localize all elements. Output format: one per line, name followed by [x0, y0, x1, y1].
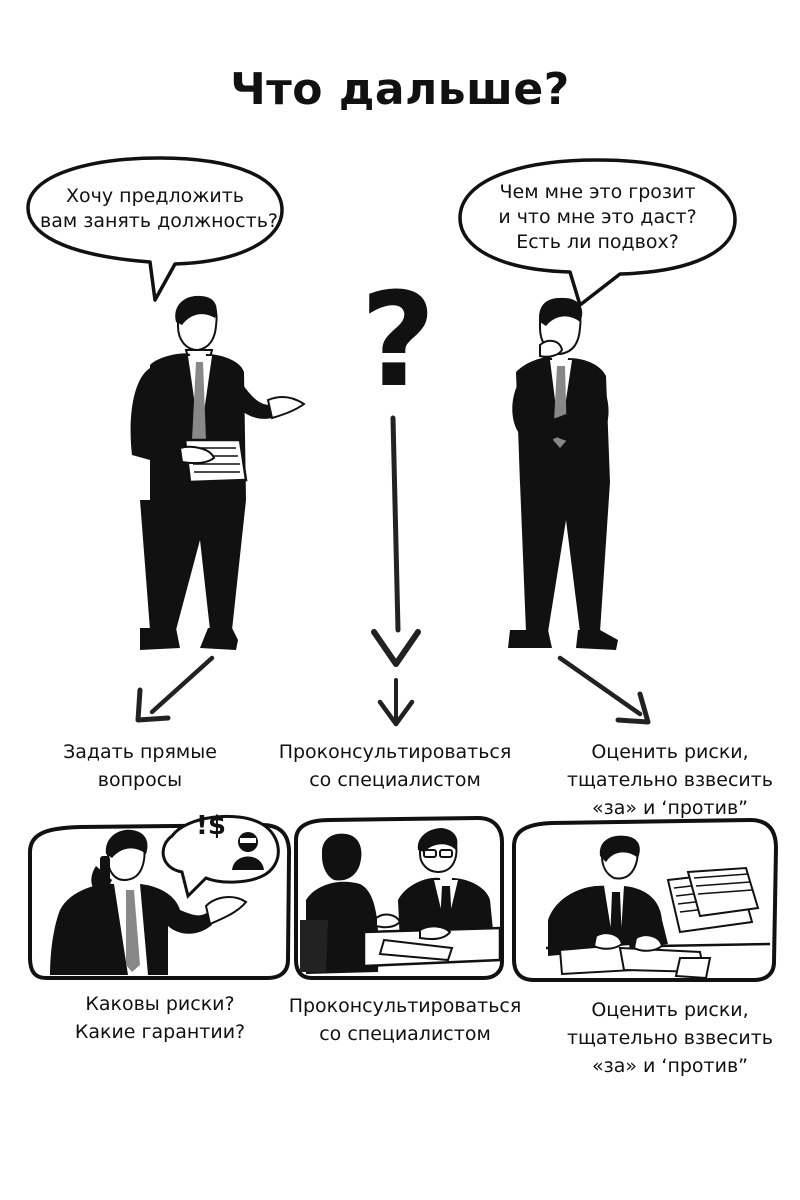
question-mark: ? — [360, 264, 436, 416]
arrow-center-down — [377, 678, 415, 727]
option-center-line-1: Проконсультироваться — [278, 741, 512, 763]
warning-money-glyphs: !$ — [196, 811, 226, 841]
option-left-label: Задать прямые вопросы — [40, 738, 240, 794]
panel-right-caption-line-1: Оценить риски, — [591, 999, 749, 1021]
option-right-line-1: Оценить риски, — [591, 741, 749, 763]
panel-right-caption-line-2: тщательно взвесить — [566, 1027, 774, 1049]
panel-center-caption-line-1: Проконсультироваться — [288, 995, 522, 1017]
option-left-line-1: Задать прямые — [63, 741, 217, 763]
option-right-label: Оценить риски, тщательно взвесить «за» и… — [560, 738, 780, 822]
businessman-offering-figure — [130, 295, 306, 650]
arrow-right-down — [557, 655, 651, 725]
bubble-right-line-1: Чем мне это грозит — [499, 181, 696, 203]
arrow-left-down — [135, 655, 215, 723]
panel-center-caption-line-2: со специалистом — [319, 1023, 491, 1045]
panel-left-caption: Каковы риски? Какие гарантии? — [40, 990, 280, 1046]
bubble-left-line-1: Хочу предложить — [66, 185, 244, 207]
panel-left-caption-line-1: Каковы риски? — [85, 993, 235, 1015]
option-right-line-3: «за» и ‘против” — [591, 797, 749, 819]
option-center-label: Проконсультироваться со специалистом — [270, 738, 520, 794]
bubble-right-line-3: Есть ли подвох? — [516, 231, 679, 253]
panel-phone-call — [28, 814, 292, 980]
speech-bubble-right-text: Чем мне это грозит и что мне это даст? Е… — [470, 180, 725, 255]
bubble-left-line-2: вам занять должность? — [40, 210, 278, 232]
speech-bubble-left-text: Хочу предложить вам занять должность? — [40, 184, 278, 234]
page-title: Что дальше? — [230, 64, 570, 115]
option-center-line-2: со специалистом — [309, 769, 481, 791]
panel-consultation — [294, 816, 504, 980]
bubble-right-line-2: и что мне это даст? — [498, 206, 697, 228]
panel-right-caption-line-3: «за» и ‘против” — [591, 1055, 749, 1077]
panel-center-caption: Проконсультироваться со специалистом — [280, 992, 530, 1048]
businessman-thinking-figure — [508, 297, 618, 650]
speech-bubble-left — [26, 156, 284, 302]
panel-right-caption: Оценить риски, тщательно взвесить «за» и… — [560, 996, 780, 1080]
panel-left-caption-line-2: Какие гарантии? — [74, 1021, 246, 1043]
center-down-arrow — [371, 415, 421, 667]
option-left-line-2: вопросы — [97, 769, 183, 791]
speech-bubble-right — [458, 158, 737, 307]
panel-analyzing-documents — [512, 818, 778, 982]
option-right-line-2: тщательно взвесить — [566, 769, 774, 791]
